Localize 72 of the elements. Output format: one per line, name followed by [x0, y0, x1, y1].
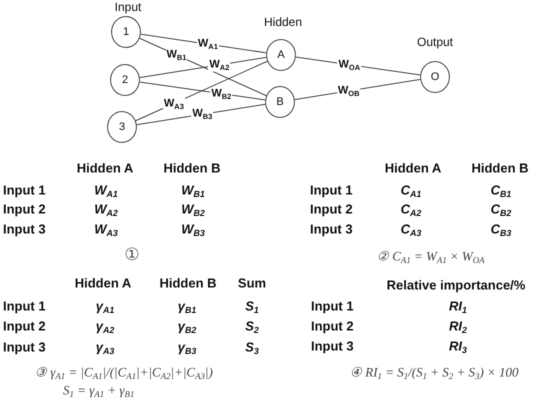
formula: ④ RI$_{1}$ = S$_{1}$/(S$_{1}$ + S$_{2}$ + S$_{3}$) × 100 [350, 366, 519, 380]
row-label: Input 2 [3, 320, 46, 334]
ratio-value: γ$_{B2}$ [178, 320, 196, 334]
sum-value: S$_{2}$ [245, 320, 259, 334]
row-label: Input 2 [3, 202, 46, 218]
connection-line [139, 38, 267, 96]
layer-label: Input [114, 1, 142, 15]
ratio-value: γ$_{A1}$ [96, 300, 114, 314]
importance-value: RI$_{3}$ [449, 340, 467, 354]
neuron-circle: 1 [111, 16, 141, 48]
weight-value: W$_{A3}$ [94, 222, 118, 238]
row-label: Input 2 [311, 320, 354, 334]
row-label: Input 1 [310, 184, 353, 198]
ratio-value: γ$_{A2}$ [96, 320, 114, 334]
column-header: Sum [238, 276, 266, 292]
connection-line [140, 34, 267, 54]
column-header: Hidden A [384, 162, 442, 176]
contribution-value: C$_{A2}$ [400, 202, 422, 218]
formula: ② C$_{A1}$ = W$_{A1}$ × W$_{OA}$ [377, 250, 485, 264]
column-header: Hidden B [163, 162, 221, 176]
ratio-value: γ$_{B3}$ [178, 340, 196, 356]
row-label: Input 1 [3, 184, 46, 198]
sum-value: S$_{1}$ [245, 300, 259, 314]
contribution-value: C$_{B2}$ [490, 202, 512, 218]
edge-label: W$_{B3}$ [191, 108, 214, 121]
step-number: ① [124, 246, 140, 266]
row-label: Input 3 [3, 340, 46, 356]
row-label: Input 3 [3, 222, 46, 238]
edge-label: W$_{OB}$ [336, 84, 360, 98]
contribution-value: C$_{B1}$ [490, 184, 512, 198]
connection-line [139, 56, 267, 78]
connection-line [294, 78, 421, 100]
column-header: Relative importance/% [386, 278, 526, 294]
ratio-value: γ$_{B1}$ [178, 300, 196, 314]
connection-line [136, 104, 266, 126]
node-caption: Output [416, 36, 454, 50]
neuron-circle: B [265, 86, 295, 118]
column-header: Hidden A [74, 276, 132, 292]
edge-label: W$_{OA}$ [338, 58, 362, 72]
row-label: Input 1 [3, 300, 46, 314]
weight-value: W$_{A1}$ [94, 184, 118, 198]
ratio-value: γ$_{A3}$ [96, 340, 114, 356]
neuron-circle: 3 [107, 111, 137, 143]
edge-label: W$_{B1}$ [166, 48, 188, 62]
column-header: Hidden A [76, 162, 134, 176]
edge-label: W$_{A3}$ [162, 97, 185, 110]
neuron-circle: O [420, 61, 450, 93]
importance-value: RI$_{2}$ [449, 320, 467, 334]
formula: S$_{1}$ = γ$_{A1}$ + γ$_{B1}$ [63, 384, 134, 398]
weight-value: W$_{B2}$ [181, 202, 205, 218]
formula: ③ γ$_{A1}$ = |C$_{A1}$|/(|C$_{A1}$|+|C$_{A2}$|+|C$_{A3}$|) [35, 366, 213, 380]
column-header: Hidden B [471, 162, 529, 176]
importance-value: RI$_{1}$ [449, 300, 467, 314]
sum-value: S$_{3}$ [245, 340, 259, 356]
contribution-value: C$_{A1}$ [400, 184, 422, 198]
layer-label: Hidden [264, 16, 302, 30]
neuron-circle: 2 [110, 64, 140, 96]
row-label: Input 1 [311, 300, 354, 314]
weight-value: W$_{A2}$ [94, 202, 118, 218]
row-label: Input 3 [311, 340, 354, 354]
weight-value: W$_{B1}$ [181, 184, 205, 198]
contribution-value: C$_{A3}$ [400, 222, 422, 238]
connection-line [135, 60, 268, 122]
edge-label: W$_{A1}$ [196, 38, 219, 50]
edge-label: W$_{A2}$ [208, 58, 230, 72]
row-label: Input 2 [310, 202, 353, 218]
contribution-value: C$_{B3}$ [490, 222, 512, 238]
weight-value: W$_{B3}$ [181, 222, 205, 238]
edge-label: W$_{B2}$ [210, 87, 232, 100]
column-header: Hidden B [159, 276, 217, 292]
neuron-circle: A [266, 39, 296, 71]
row-label: Input 3 [310, 222, 353, 238]
